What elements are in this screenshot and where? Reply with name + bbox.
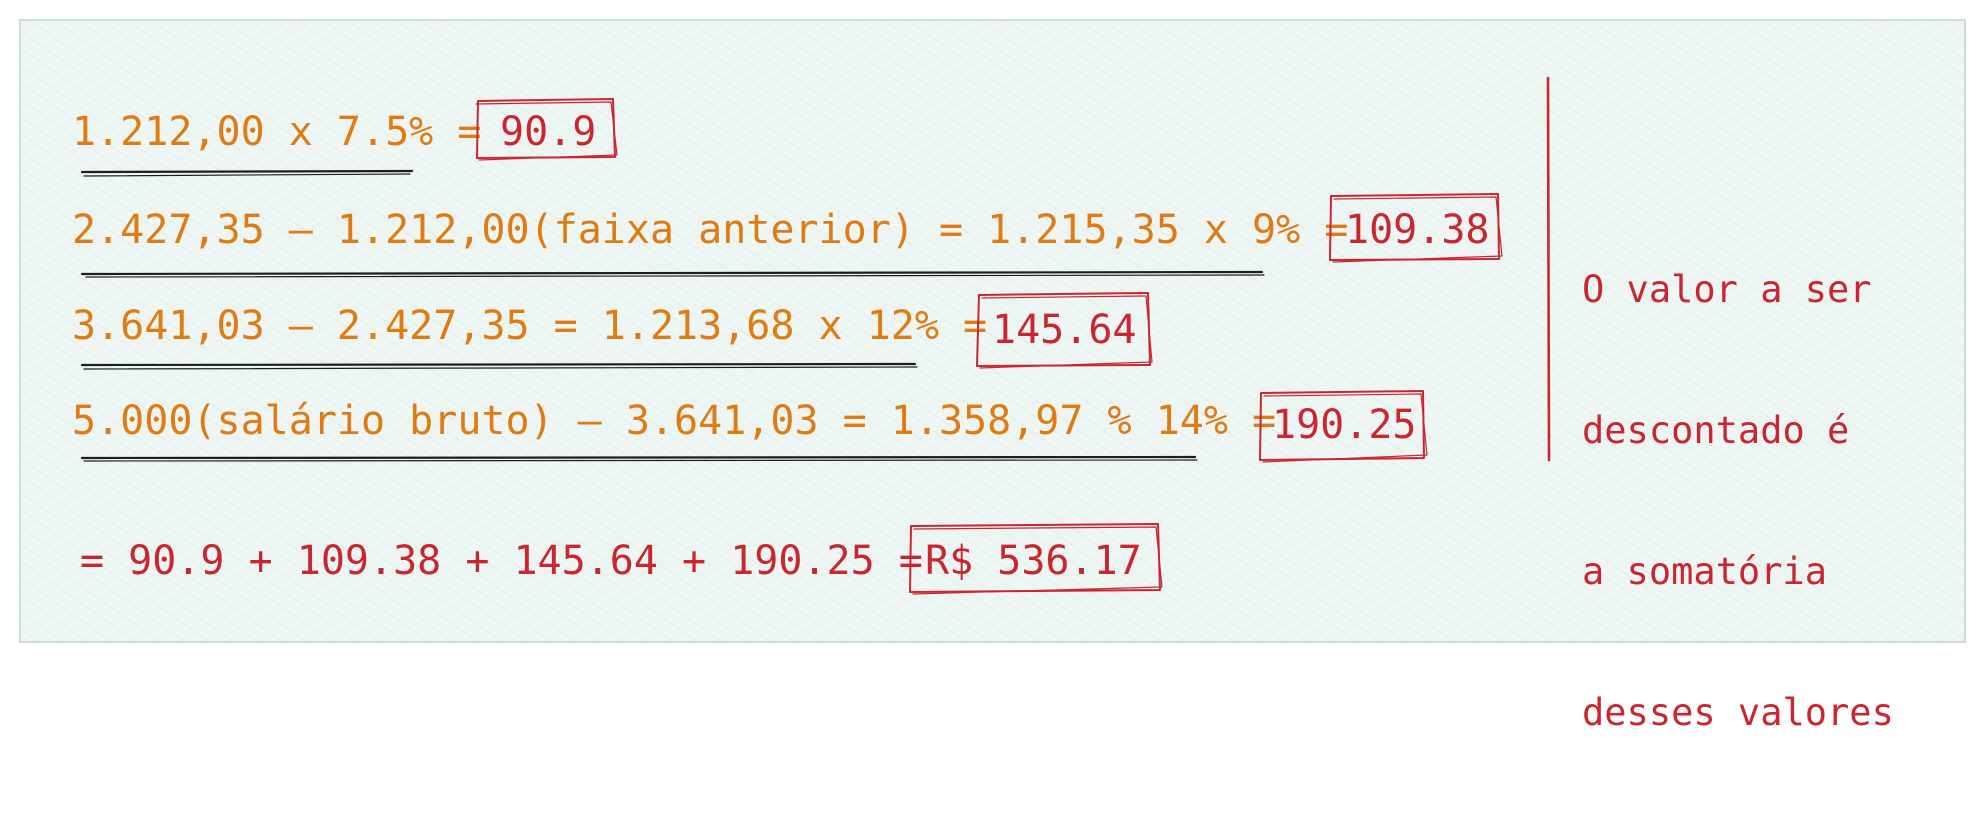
side-note-line-1: O valor a ser — [1582, 268, 1872, 311]
row-4-underline-2 — [83, 459, 1198, 462]
row-4-expression: 5.000(salário bruto) – 3.641,03 = 1.358,… — [72, 398, 1277, 444]
row-2-result-box-2 — [1332, 196, 1503, 263]
side-note-line-2: descontado é — [1582, 409, 1850, 452]
row-1-result-box-2 — [475, 101, 618, 161]
row-2-underline-2 — [85, 274, 1265, 278]
row-3-result-box-2 — [979, 295, 1153, 369]
sum-result: R$ 536.17 — [925, 538, 1142, 584]
row-2-underline — [80, 270, 1264, 276]
panel-background — [19, 19, 1966, 643]
panel-hatch — [20, 20, 1965, 642]
row-4-underline — [80, 455, 1197, 460]
row-1-underline-2 — [83, 173, 411, 177]
row-3-underline-2 — [83, 366, 918, 370]
row-3-expression: 3.641,03 – 2.427,35 = 1.213,68 x 12% = — [72, 303, 988, 349]
row-3-result: 145.64 — [992, 307, 1137, 353]
row-1-expression: 1.212,00 x 7.5% = — [72, 109, 482, 155]
sum-result-box — [909, 523, 1161, 593]
row-3-result-box — [976, 292, 1151, 367]
panel-border — [19, 19, 1966, 643]
row-4-result-box — [1259, 390, 1425, 461]
row-2-result: 109.38 — [1345, 207, 1490, 253]
sum-result-box-2 — [912, 526, 1163, 595]
sum-expression: = 90.9 + 109.38 + 145.64 + 190.25 = — [80, 538, 923, 584]
side-note-line-4: desses valores — [1582, 691, 1894, 734]
row-1-result: 90.9 — [500, 109, 597, 155]
row-1-result-box — [476, 98, 616, 159]
row-3-underline — [80, 362, 917, 367]
sketch-strokes — [80, 76, 1551, 595]
diagram-canvas: 1.212,00 x 7.5% = 90.9 2.427,35 – 1.212,… — [19, 19, 1966, 734]
row-2-expression: 2.427,35 – 1.212,00(faixa anterior) = 1.… — [72, 207, 1349, 253]
side-note-line-3: a somatória — [1582, 550, 1828, 593]
row-1-underline — [80, 169, 414, 174]
row-4-result-box-2 — [1262, 393, 1428, 463]
vertical-divider — [1546, 76, 1551, 462]
row-2-result-box — [1329, 193, 1500, 261]
row-4-result: 190.25 — [1272, 402, 1417, 448]
